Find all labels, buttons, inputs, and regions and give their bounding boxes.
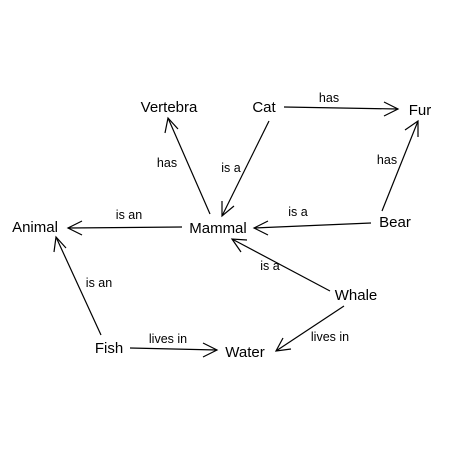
edges (53, 101, 419, 358)
edge-labels: has has is a has is an is a is a is an l… (86, 91, 397, 346)
nodes: Vertebra Cat Fur Animal Mammal Bear Whal… (12, 99, 431, 361)
node-fish: Fish (95, 340, 123, 357)
arrowhead-mammal-animal (66, 220, 83, 236)
edge-label-bear-fur: has (377, 153, 397, 167)
edge-label-fish-water: lives in (149, 332, 187, 346)
arrowhead-fish-water (202, 342, 219, 358)
edge-label-mammal-vertebra: has (157, 156, 177, 170)
node-vertebra: Vertebra (141, 99, 198, 116)
edge-label-mammal-animal: is an (116, 208, 142, 222)
arrowhead-bear-fur (404, 119, 419, 137)
edge-mammal-animal (67, 226, 183, 229)
node-fur: Fur (409, 102, 432, 119)
edge-fish-water (129, 347, 218, 351)
edge-bear-mammal (253, 222, 372, 229)
arrowhead-fish-animal (53, 235, 67, 253)
node-cat: Cat (252, 99, 276, 116)
edge-whale-mammal (231, 238, 331, 292)
edge-label-bear-mammal: is a (288, 205, 308, 219)
edge-whale-water (275, 305, 345, 352)
node-whale: Whale (335, 287, 378, 304)
edge-fish-animal (55, 236, 102, 336)
arrowhead-bear-mammal (252, 220, 269, 236)
arrowhead-cat-mammal (221, 201, 235, 218)
edge-cat-fur (283, 106, 399, 110)
arrowhead-whale-water (274, 337, 292, 352)
node-animal: Animal (12, 219, 58, 236)
edge-label-cat-fur: has (319, 91, 339, 105)
node-mammal: Mammal (189, 220, 247, 237)
edge-label-whale-mammal: is a (260, 259, 280, 273)
node-bear: Bear (379, 214, 411, 231)
edge-label-whale-water: lives in (311, 330, 349, 344)
edge-label-fish-animal: is an (86, 276, 112, 290)
arrowhead-mammal-vertebra (164, 116, 179, 134)
edge-label-cat-mammal: is a (221, 161, 241, 175)
arrowhead-whale-mammal (230, 238, 248, 253)
edge-cat-mammal (221, 120, 270, 217)
edge-bear-fur (381, 120, 419, 212)
arrowhead-cat-fur (383, 101, 400, 117)
edge-mammal-vertebra (167, 117, 211, 215)
node-water: Water (225, 344, 264, 361)
